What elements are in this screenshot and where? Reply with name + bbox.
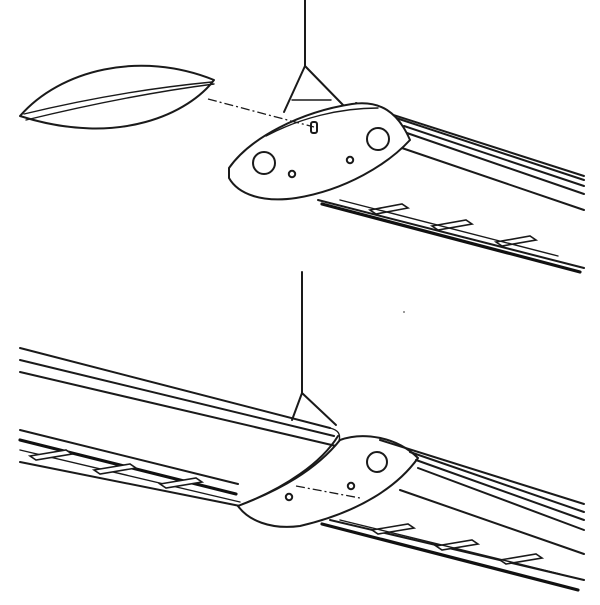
right-fixture-body [320, 439, 585, 592]
alignment-slot [310, 121, 318, 134]
screw-hole-small [287, 169, 297, 179]
joiner-axis-line [295, 485, 361, 499]
joiner-hole-large [366, 451, 388, 473]
upper-suspension-cable [283, 0, 345, 113]
lower-suspension-cable [291, 271, 337, 426]
alignment-axis-line [207, 98, 315, 128]
joiner-screw-hole [284, 492, 294, 502]
mounting-hole-large-left [252, 151, 276, 175]
left-louver-slots [27, 449, 205, 489]
lower-view [18, 271, 585, 592]
joiner-screw-hole-2 [346, 481, 356, 491]
upper-louver-slots [339, 199, 559, 257]
detached-end-cap [19, 64, 215, 130]
speck [403, 311, 405, 313]
upper-view [19, 0, 585, 274]
mounting-hole-large-right [366, 127, 390, 151]
upper-end-cap [228, 102, 411, 201]
screw-hole-small-2 [345, 155, 355, 165]
joiner-end-cap [237, 435, 419, 528]
right-louver-slots [339, 519, 561, 575]
